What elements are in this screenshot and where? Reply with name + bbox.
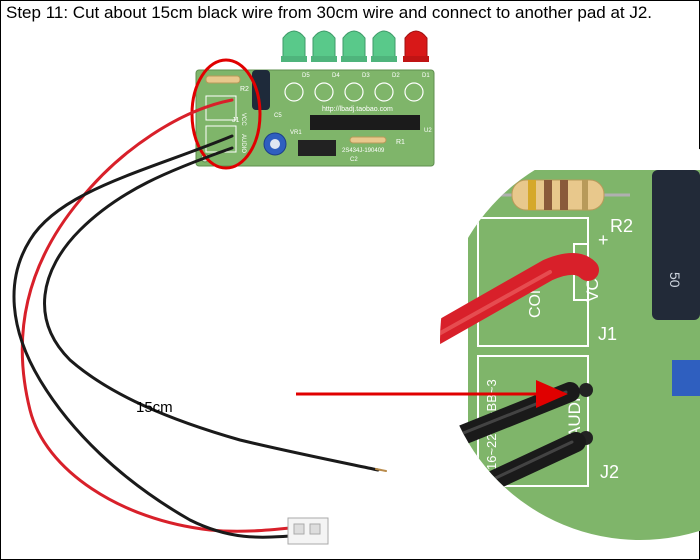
step-caption: Step 11: Cut about 15cm black wire from … <box>6 3 653 22</box>
board-label-u2: U2 <box>424 128 432 134</box>
board-label-r2: R2 <box>240 86 249 93</box>
board-label-vcc: VCC <box>240 113 246 126</box>
board-components: http://lbadj.taobao.com 2S434J-190409 R2… <box>205 70 432 163</box>
led-row: D5 D4 D3 D2 D1 <box>281 30 430 102</box>
led-d4 <box>311 30 337 62</box>
led-d1 <box>403 30 429 62</box>
board-url: http://lbadj.taobao.com <box>322 106 393 113</box>
led-label-d1: D1 <box>422 73 430 79</box>
board-label-c5: C5 <box>274 113 282 119</box>
led-d5 <box>281 30 307 62</box>
board-label-vr1: VR1 <box>290 130 302 136</box>
led-label-d5: D5 <box>302 73 310 79</box>
wire-length-label: 15cm <box>136 399 173 416</box>
led-label-d4: D4 <box>332 73 340 79</box>
black-wire-15cm <box>43 146 380 472</box>
black-wire-long <box>12 134 292 539</box>
led-d3 <box>341 30 367 62</box>
zoom-label-r2: R2 <box>610 216 633 236</box>
zoom-cap-text: 50 <box>667 272 683 288</box>
led-label-d2: D2 <box>392 73 400 79</box>
led-d2 <box>371 30 397 62</box>
board-label-c2: C2 <box>350 157 358 163</box>
zoom-label-j2: J2 <box>600 462 619 482</box>
zoom-label-plus: + <box>598 230 609 250</box>
wires <box>12 98 387 539</box>
led-label-d3: D3 <box>362 73 370 79</box>
pointer-arrow <box>296 380 568 408</box>
zoom-label-j1: J1 <box>598 324 617 344</box>
jst-connector <box>287 517 329 545</box>
board-label-j1: J1 <box>232 117 240 124</box>
board-label-audio: AUDIO <box>240 134 246 153</box>
zoom-detail: 50 R2 + VCC J1 CON AUDIO J2 16~22f 1~BB~… <box>440 140 700 540</box>
board-code: 2S434J-190409 <box>342 148 385 154</box>
board-label-r1: R1 <box>396 139 405 146</box>
